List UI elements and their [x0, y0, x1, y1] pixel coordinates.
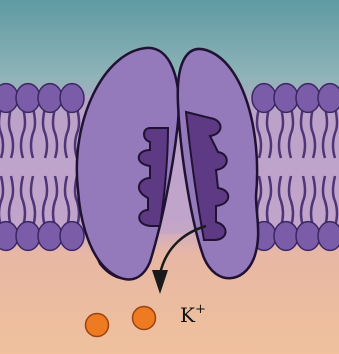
potassium-ion: [86, 314, 109, 337]
lipid-head: [60, 222, 84, 251]
lipid-head: [252, 84, 276, 113]
lipid-head: [38, 84, 62, 113]
lipid-head: [38, 222, 62, 251]
lipid-head: [296, 222, 320, 251]
lipid-head: [274, 84, 298, 113]
lipid-head: [16, 84, 40, 113]
lipid-head: [16, 222, 40, 251]
lipid-head: [296, 84, 320, 113]
lipid-head: [274, 222, 298, 251]
potassium-ion: [133, 307, 156, 330]
lipid-head: [318, 84, 339, 113]
lipid-head: [60, 84, 84, 113]
lipid-head: [318, 222, 339, 251]
